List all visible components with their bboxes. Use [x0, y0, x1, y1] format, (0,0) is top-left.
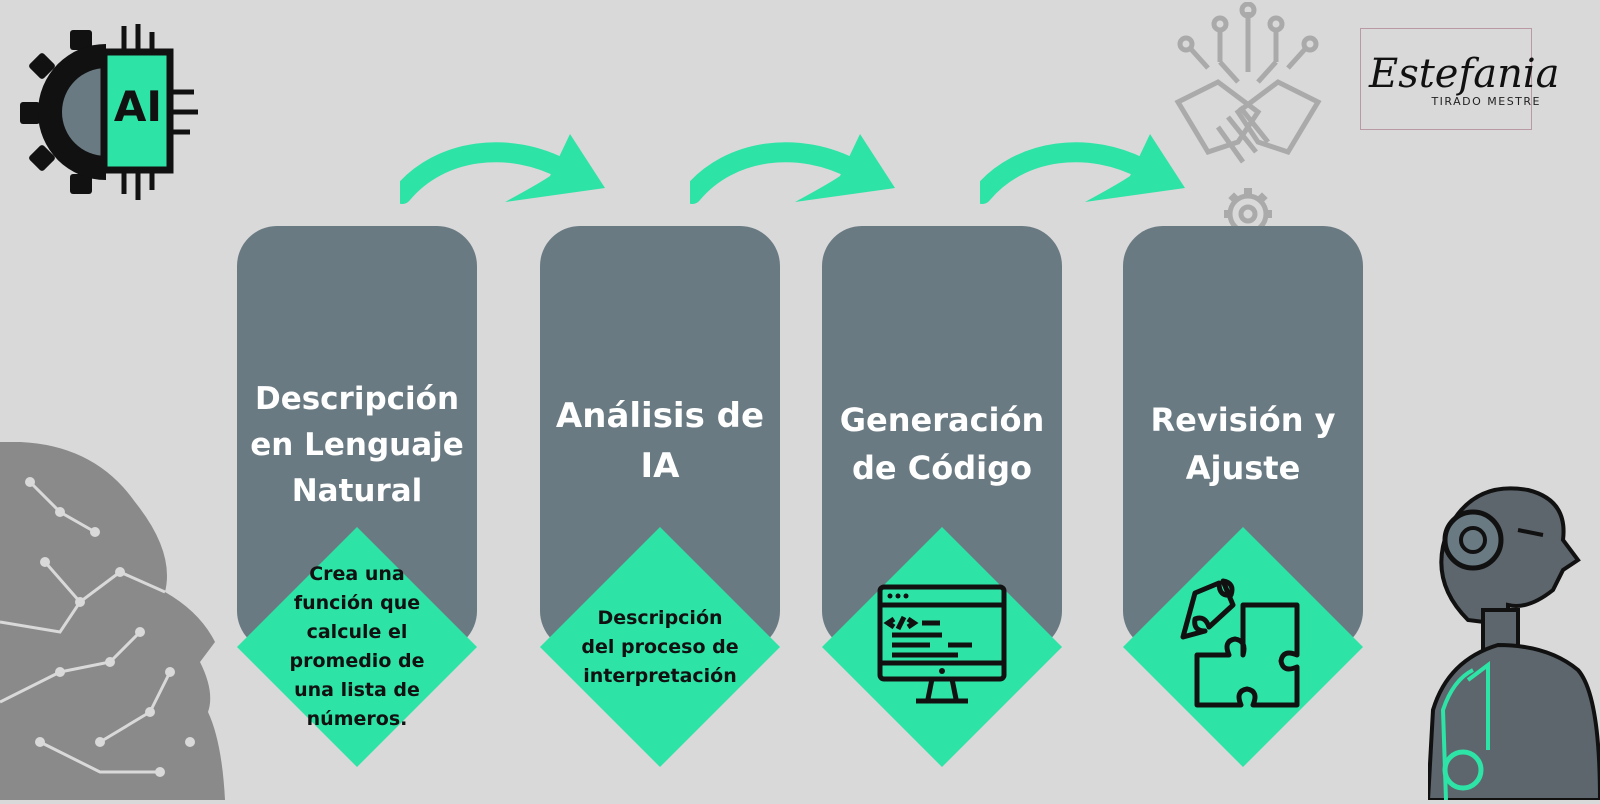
code-monitor-icon — [877, 584, 1007, 704]
step-detail-diamond-2: Descripción del proceso de interpretació… — [540, 527, 780, 767]
handshake-circuit-icon — [1168, 1, 1328, 235]
step-detail-diamond-3 — [822, 527, 1062, 767]
puzzle-icon — [1180, 578, 1300, 708]
robot-icon — [1425, 480, 1600, 802]
step-detail-2: Descripción del proceso de interpretació… — [581, 606, 739, 687]
arrow-1-icon — [400, 134, 605, 204]
step-title-3: Generación de Código — [839, 401, 1045, 487]
arrow-2-icon — [690, 134, 895, 204]
ai-logo-icon: AI — [18, 22, 200, 202]
step-detail-diamond-1: Crea una función que calcule el promedio… — [237, 527, 477, 767]
step-detail-1: Crea una función que calcule el promedio… — [289, 563, 425, 730]
arrow-3-icon — [980, 134, 1185, 204]
step-detail-diamond-4 — [1123, 527, 1363, 767]
ai-logo-label: AI — [113, 82, 163, 131]
step-title-2: Análisis de IA — [555, 396, 765, 486]
signature-name: Estefania — [1369, 51, 1560, 97]
signature-subtitle: TIRADO MESTRE — [1431, 95, 1541, 108]
signature-logo: Estefania TIRADO MESTRE — [1360, 28, 1560, 130]
step-title-1: Descripción en Lenguaje Natural — [250, 381, 464, 509]
circuit-head-icon — [0, 441, 232, 800]
step-title-4: Revisión y Ajuste — [1150, 401, 1336, 487]
